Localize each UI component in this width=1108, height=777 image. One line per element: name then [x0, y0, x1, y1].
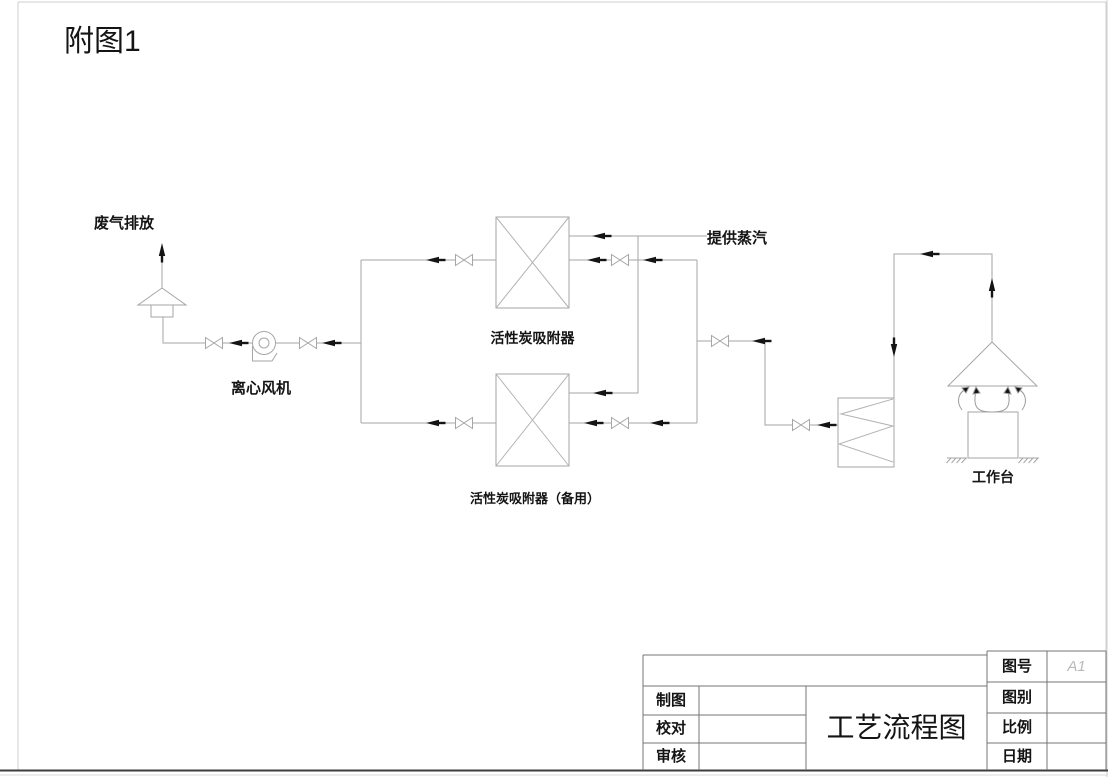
adsorber-main-label: 活性炭吸附器 — [490, 330, 575, 346]
flow-arrow-icon — [643, 256, 663, 264]
valve-icon — [455, 417, 473, 429]
pipes — [161, 235, 993, 426]
fume-hood — [946, 341, 1039, 387]
valve-icon — [611, 417, 629, 429]
pipe-steam-branch — [569, 236, 639, 394]
valve-icon — [792, 419, 810, 431]
titleblock-row-drafted-value — [699, 686, 806, 715]
titleblock-row-scale-label: 比例 — [1001, 719, 1032, 736]
titleblock-row-drawingno-value: A1 — [1067, 658, 1086, 675]
titleblock-row-drafted-label: 制图 — [655, 692, 686, 709]
valve-icon — [299, 337, 317, 349]
titleblock-row-reviewed-label: 审核 — [655, 748, 686, 765]
exhaust-stack — [136, 287, 188, 318]
valve-icon — [205, 337, 223, 349]
titleblock-row-category-value — [1047, 682, 1106, 713]
flow-arrow-icon — [426, 419, 446, 427]
titleblock-row-date-value — [1047, 743, 1106, 770]
flow-arrow-up-icon — [158, 243, 166, 263]
titleblock-row-checked-label: 校对 — [655, 720, 686, 737]
flow-arrow-icon — [584, 419, 604, 427]
flow-arrow-icon — [229, 339, 249, 347]
fan-label: 离心风机 — [231, 380, 292, 397]
filter-box — [837, 397, 895, 468]
valve-icon — [711, 335, 729, 347]
ground-hatch — [946, 457, 1039, 464]
titleblock-row-drawingno-label: 图号 — [1001, 658, 1032, 675]
flow-arrow-icon — [593, 389, 613, 397]
workbench-label: 工作台 — [972, 469, 1014, 485]
title-block-grid — [642, 650, 1107, 770]
adsorber-backup-box — [495, 373, 570, 467]
flow-arrow-up-icon — [988, 278, 996, 298]
drawing-title: 工艺流程图 — [826, 712, 967, 743]
flow-arrow-icon — [817, 421, 837, 429]
flow-arrow-icon — [587, 256, 607, 264]
flow-arrow-icon — [650, 419, 670, 427]
hood-airflow-arcs — [958, 385, 1026, 413]
workbench — [967, 411, 1019, 459]
flow-arrow-icon — [920, 250, 940, 258]
flow-arrow-icon — [752, 337, 772, 345]
adsorber-backup-label: 活性炭吸附器（备用） — [469, 491, 600, 506]
valve-icon — [455, 254, 473, 266]
pipe-stack-to-fan-line — [162, 317, 361, 344]
flow-arrow-down-icon — [890, 337, 898, 357]
steam-supply-label: 提供蒸汽 — [707, 230, 768, 247]
flow-arrow-icon — [592, 232, 612, 240]
valve-icon — [611, 254, 629, 266]
flow-arrow-icon — [426, 256, 446, 264]
pipe-filter-branch — [697, 340, 838, 426]
flow-arrow-icon — [322, 339, 342, 347]
titleblock-row-category-label: 图别 — [1001, 689, 1032, 706]
adsorber-main-box — [495, 216, 570, 309]
titleblock-row-date-label: 日期 — [1001, 748, 1032, 765]
pipe-filter-riser-and-transfer — [893, 253, 993, 398]
titleblock-row-checked-value — [699, 715, 806, 743]
titleblock-row-scale-value — [1047, 713, 1106, 743]
figure-label: 附图1 — [64, 25, 141, 58]
titleblock-row-reviewed-value — [699, 743, 806, 770]
exhaust-label: 废气排放 — [94, 215, 155, 232]
centrifugal-fan — [252, 331, 278, 362]
